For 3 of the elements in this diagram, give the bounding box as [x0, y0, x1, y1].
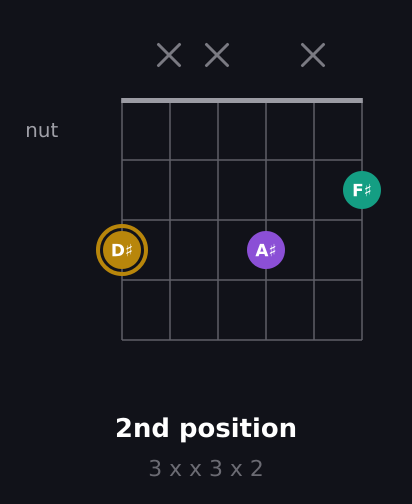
fingering-label: 3 x x 3 x 2: [150, 460, 262, 476]
chord-title: 2nd position: [116, 417, 296, 442]
nut-label: nut: [27, 123, 58, 138]
